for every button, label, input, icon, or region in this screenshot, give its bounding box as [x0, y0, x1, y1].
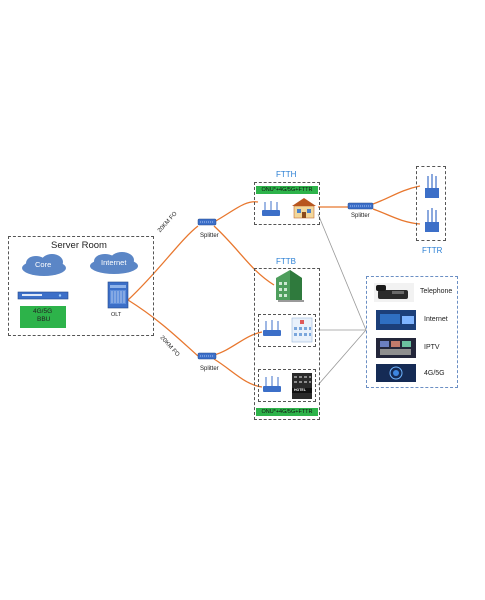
- hospital-icon: [291, 317, 313, 343]
- splitter-lower-icon: [197, 352, 217, 360]
- fiber-olt-upper-splitter: [127, 225, 199, 301]
- olt-device-icon: [107, 281, 129, 309]
- house-icon: [292, 198, 316, 219]
- fttr-title: FTTR: [422, 246, 443, 255]
- bbu-label-line1: 4G/5G: [33, 308, 53, 315]
- fiber-fttr-upper: [372, 185, 421, 205]
- mobile-network-icon: [376, 364, 416, 382]
- fttb-title: FTTB: [276, 257, 296, 266]
- fiber-splitter-fttb-floor2: [213, 358, 263, 388]
- fttb-router-2-icon: [263, 376, 281, 392]
- internet-label: Internet: [101, 258, 127, 267]
- telephone-icon: [374, 283, 414, 302]
- olt-label: OLT: [111, 312, 122, 318]
- fiber-splitter-fttb-floor1: [213, 331, 263, 356]
- bbu-box: [20, 306, 66, 328]
- server-room-title: Server Room: [51, 240, 107, 251]
- iptv-icon: [376, 338, 416, 358]
- fttb-floor-2-box: [258, 369, 316, 402]
- services-box: [366, 276, 458, 388]
- internet-icon: [376, 310, 416, 330]
- bbu-device-icon: [17, 291, 69, 300]
- service-label-internet: Internet: [424, 316, 448, 323]
- server-room-box: [8, 236, 154, 336]
- fiber-links: [127, 185, 421, 388]
- splitter-fttr-label: Splitter: [351, 213, 370, 219]
- fttr-ap-upper-icon: [425, 174, 439, 198]
- fttr-ap-lower-icon: [425, 208, 439, 232]
- fttb-floor-1-box: [258, 314, 316, 347]
- office-building-icon: [276, 270, 304, 302]
- hotel-sign: HOTEL: [294, 388, 306, 392]
- service-link-ftth: [317, 213, 367, 331]
- fiber-splitter-ftth: [213, 201, 259, 223]
- fiber-fttr-lower: [372, 208, 421, 225]
- service-label-iptv: IPTV: [424, 344, 440, 351]
- ftth-router-icon: [262, 201, 280, 216]
- service-links: [317, 213, 367, 386]
- fttb-box: [254, 268, 320, 420]
- ftth-title: FTTH: [276, 170, 297, 179]
- ftth-box: [254, 182, 320, 225]
- splitter-fttr-icon: [347, 202, 374, 210]
- fttb-bar: ONU*+4G/5G+FTTR: [256, 408, 318, 416]
- hotel-icon: [292, 373, 312, 399]
- internet-cloud-icon: [90, 252, 138, 274]
- core-label: Core: [35, 260, 52, 269]
- fiber-olt-lower-splitter: [127, 299, 199, 357]
- ftth-bar: ONU*+4G/5G+FTTR: [256, 186, 318, 194]
- service-label-4g5g: 4G/5G: [424, 370, 445, 377]
- bbu-label-line2: BBU: [37, 316, 51, 323]
- splitter-upper-label: Splitter: [200, 233, 219, 239]
- splitter-upper-icon: [197, 218, 217, 226]
- fttr-box: [416, 166, 446, 241]
- fiber-splitter-fttb: [213, 225, 275, 286]
- splitter-lower-label: Splitter: [200, 366, 219, 372]
- core-cloud-icon: [22, 254, 66, 276]
- service-label-telephone: Telephone: [420, 288, 453, 295]
- fttb-router-1-icon: [263, 320, 281, 336]
- service-link-fttb-2: [317, 329, 367, 386]
